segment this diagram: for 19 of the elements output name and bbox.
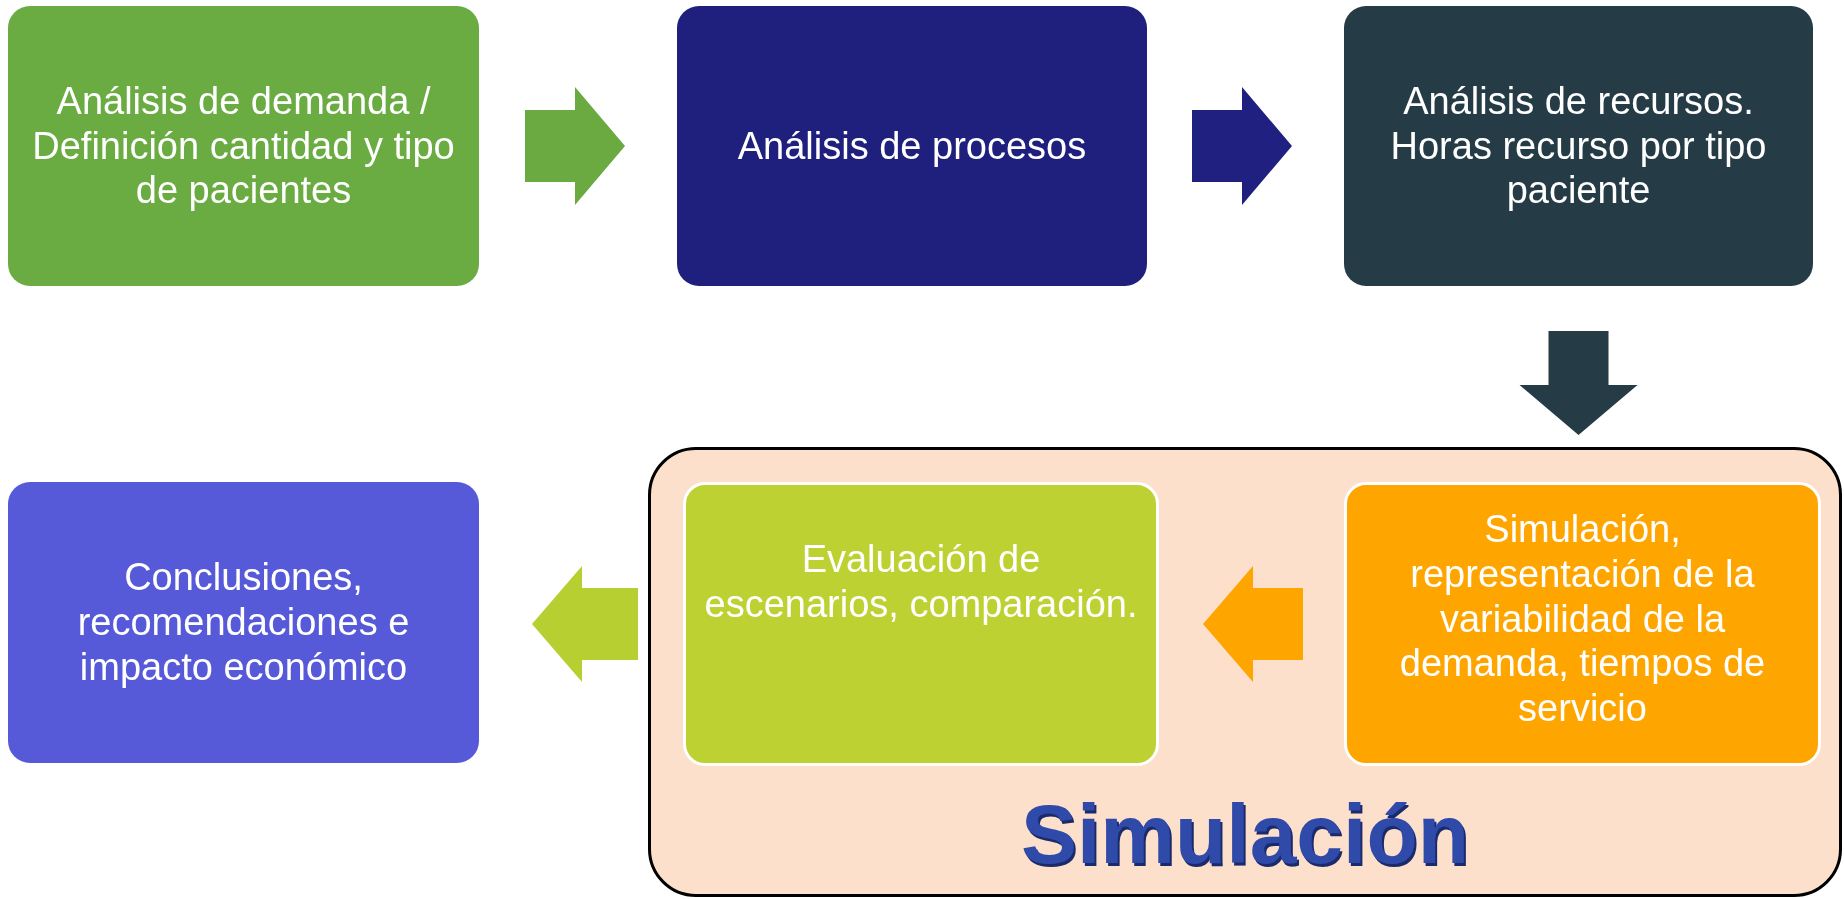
box-label: Análisis de demanda / Definición cantidad y tipo de pacientes bbox=[31, 78, 456, 214]
box-label: Análisis de recursos. Horas recurso por tipo paciente bbox=[1389, 78, 1768, 214]
process-box bbox=[1344, 482, 1821, 766]
process-box bbox=[8, 482, 479, 763]
block-arrow bbox=[1192, 87, 1292, 205]
block-arrow bbox=[525, 87, 625, 205]
process-box bbox=[677, 6, 1147, 286]
box-label: Análisis de procesos bbox=[736, 123, 1088, 169]
group-title: Simulación bbox=[1019, 792, 1471, 876]
box-label: Conclusiones, recomendaciones e impacto económico bbox=[76, 555, 411, 690]
block-arrow bbox=[1519, 331, 1638, 435]
process-box bbox=[8, 6, 479, 286]
process-box bbox=[683, 482, 1159, 766]
block-arrow bbox=[1203, 566, 1303, 682]
box-label: Evaluación de escenarios, comparación. bbox=[703, 537, 1139, 627]
process-box bbox=[1344, 6, 1813, 286]
block-arrow bbox=[532, 566, 638, 682]
group-panel bbox=[648, 447, 1842, 897]
box-label: Simulación, representación de la variabilidad de la demanda, tiempos de servicio bbox=[1398, 507, 1767, 732]
